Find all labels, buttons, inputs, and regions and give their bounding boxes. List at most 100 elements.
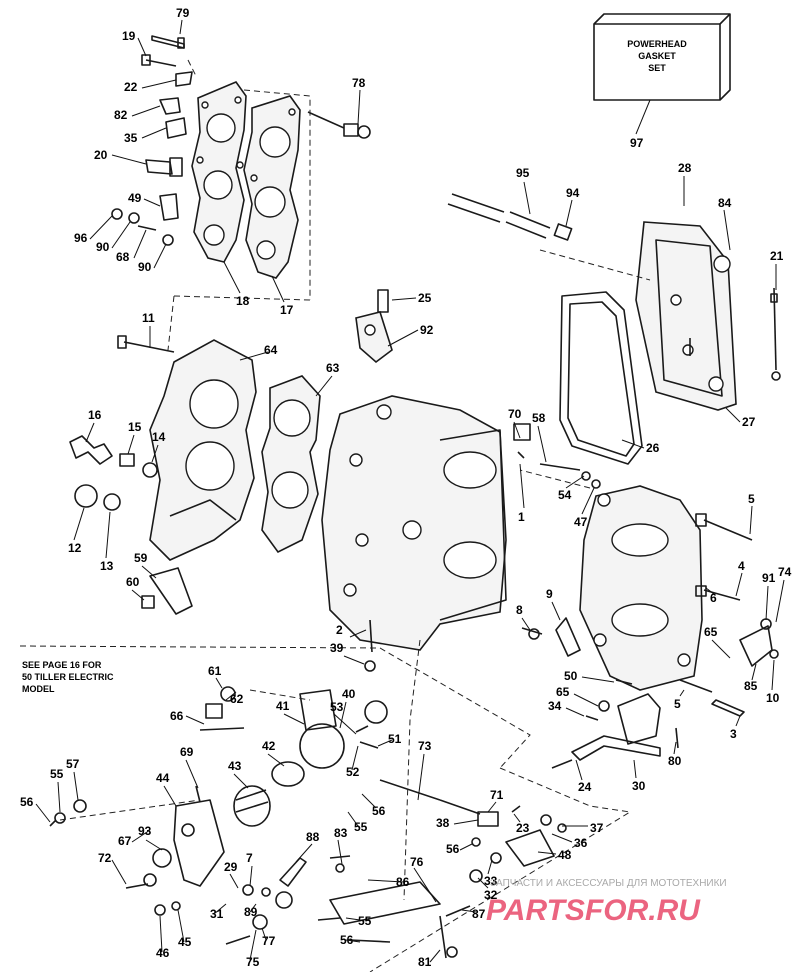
callout: 73 [418,739,432,753]
callout: 83 [334,826,348,840]
callout: 89 [244,905,258,919]
callout: 92 [420,323,434,337]
gasket-box-line-1: POWERHEAD [627,39,687,49]
callout: 79 [176,6,190,20]
callout: 60 [126,575,140,589]
callout: 14 [152,430,166,444]
callout: 21 [770,249,784,263]
upper-left-hardware [111,35,193,246]
callout: 24 [578,780,592,794]
callout: 56 [20,795,34,809]
callout: 94 [566,186,580,200]
callout: 8 [516,603,523,617]
callout: 85 [744,679,758,693]
callout: 90 [96,240,110,254]
callout: 57 [66,757,80,771]
callout: 61 [208,664,222,678]
cylinder-head-cover-18 [191,81,247,263]
hose-95 [447,193,573,241]
wire-21 [770,287,781,381]
callout: 4 [738,559,745,573]
left-mid-hardware [69,335,193,615]
callout: 84 [718,196,732,210]
callout: 81 [418,955,432,969]
callout: 37 [590,821,604,835]
sender-78 [307,111,371,139]
note-line-3: MODEL [22,684,55,694]
callout: 96 [74,231,88,245]
manifold-gasket-63 [261,375,321,554]
gasket-box-line-3: SET [648,63,666,73]
watermark-caption: ЗАПЧАСТИ И АКСЕССУАРЫ ДЛЯ МОТОТЕХНИКИ [490,878,727,889]
intake-manifold-64 [149,339,257,561]
block-hardware [364,423,601,672]
callout: 23 [516,821,530,835]
callout: 7 [246,851,253,865]
callout: 93 [138,824,152,838]
exhaust-cover-27 [635,221,737,411]
exhaust-gasket-26 [559,291,643,465]
callout: 69 [180,745,194,759]
callout: 46 [156,946,170,960]
callout: 52 [346,765,360,779]
callout: 44 [156,771,170,785]
callout: 31 [210,907,224,921]
callout: 49 [128,191,142,205]
callout: 72 [98,851,112,865]
callout: 5 [748,492,755,506]
callout: 77 [262,934,276,948]
callout: 59 [134,551,148,565]
callout: 32 [484,888,498,902]
cylinder-block [321,395,507,651]
callout: 62 [230,692,244,706]
callout: 97 [630,136,644,150]
callout: 20 [94,148,108,162]
callout: 12 [68,541,82,555]
callout: 22 [124,80,138,94]
note-line-1: SEE PAGE 16 FOR [22,660,102,670]
callout: 55 [354,820,368,834]
callout: 5 [674,697,681,711]
callout: 65 [556,685,570,699]
parts-layer: POWERHEAD GASKET SET [19,13,781,972]
callout: 54 [558,488,572,502]
leader-lines [35,19,785,963]
callout: 43 [228,759,242,773]
callout: 40 [342,687,356,701]
crankcase [579,485,703,691]
callout: 34 [548,699,562,713]
callout: 76 [410,855,424,869]
callout: 26 [646,441,660,455]
callout: 91 [762,571,776,585]
callout: 25 [418,291,432,305]
callout: 48 [558,848,572,862]
callout: 55 [358,914,372,928]
callout: 63 [326,361,340,375]
callout: 74 [778,565,792,579]
callouts-layer: 79 19 22 82 35 20 49 96 90 68 90 18 17 7… [20,6,792,969]
callout: 10 [766,691,780,705]
callout: 78 [352,76,366,90]
callout: 45 [178,935,192,949]
reference-lines [19,59,651,972]
callout: 1 [518,510,525,524]
callout: 36 [574,836,588,850]
callout: 71 [490,788,504,802]
head-gasket-17 [243,95,301,279]
callout: 2 [336,623,343,637]
callout: 15 [128,420,142,434]
callout: 3 [730,727,737,741]
callout: 42 [262,739,276,753]
callout: 9 [546,587,553,601]
callout: 11 [142,311,155,325]
callout: 6 [710,591,717,605]
callout: 17 [280,303,294,317]
callout: 75 [246,955,260,969]
callout: 67 [118,834,132,848]
callout: 88 [306,830,320,844]
callout: 56 [446,842,460,856]
callout: 29 [224,860,238,874]
callout: 90 [138,260,152,274]
callout: 19 [122,29,136,43]
